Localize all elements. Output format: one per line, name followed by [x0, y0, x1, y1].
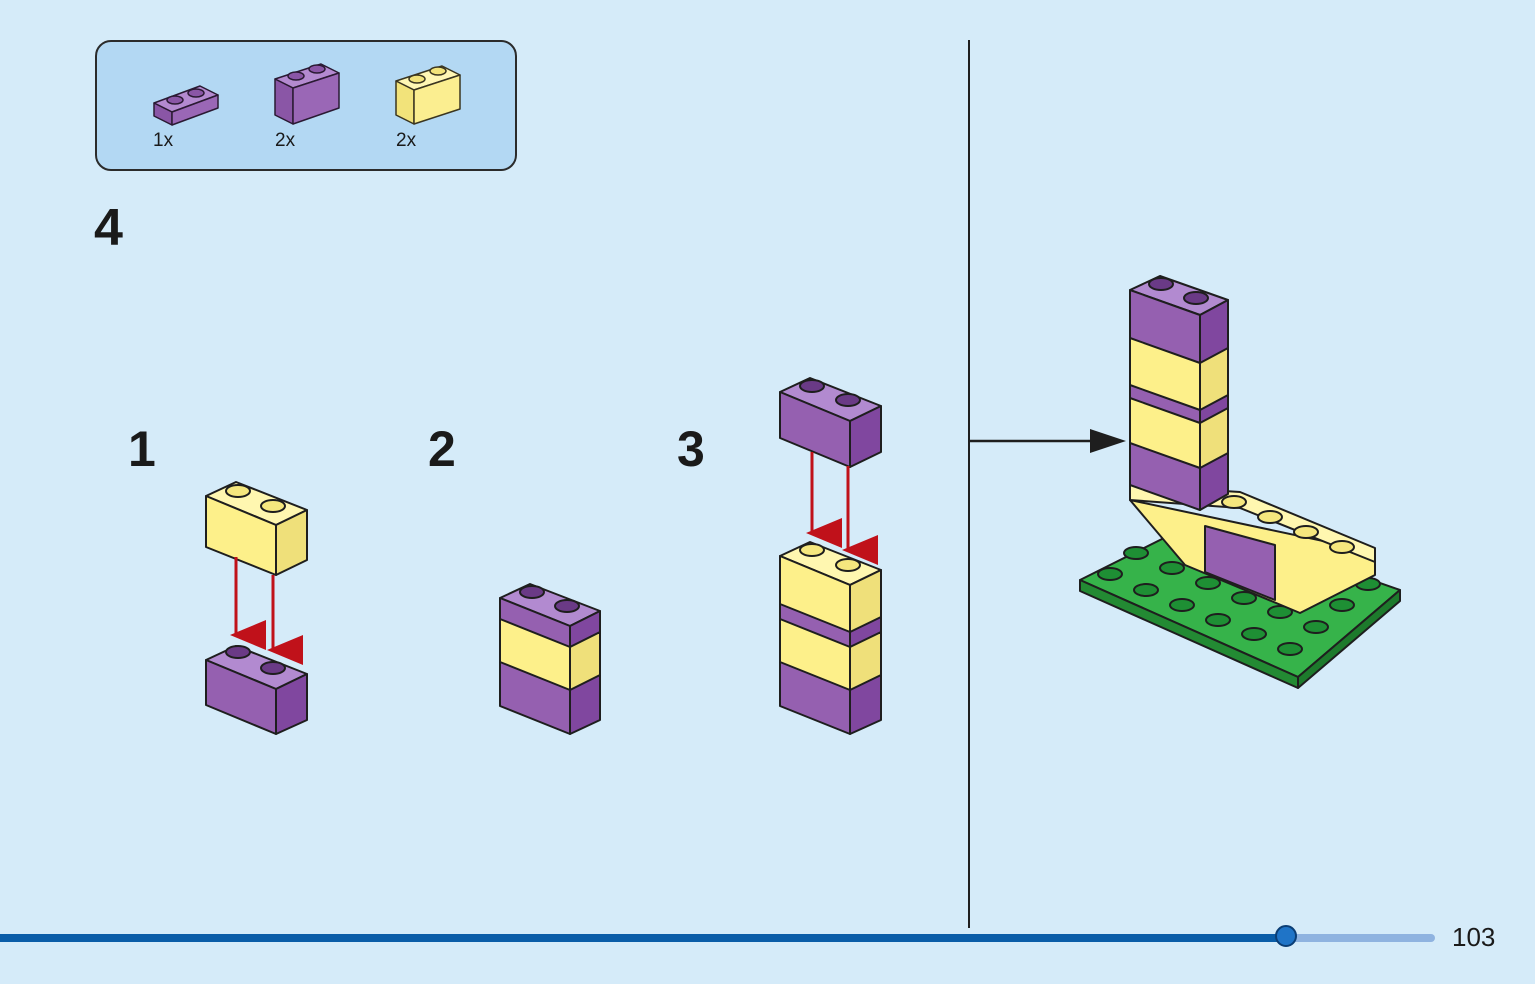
substep3-top-brick: [779, 377, 882, 468]
substep1-yellow-brick: [205, 481, 308, 576]
part-qty-purple-plate: 1x: [153, 130, 174, 151]
substep2-stack: [499, 583, 601, 735]
part-yellow-brick-icon: [395, 65, 461, 125]
part-purple-brick-icon: [274, 63, 340, 125]
part-qty-yellow-brick: 2x: [396, 130, 417, 151]
progress-bar: [0, 925, 1435, 947]
substep1-purple-brick: [205, 645, 308, 735]
step-number: 4: [94, 199, 123, 257]
substep3-stack: [779, 541, 882, 735]
callout-arrow: [970, 429, 1126, 453]
part-qty-purple-brick: 2x: [275, 130, 296, 151]
final-model: [1079, 275, 1401, 689]
page-number: 103: [1452, 922, 1496, 952]
part-purple-plate-icon: [153, 85, 219, 126]
progress-fill: [0, 934, 1286, 942]
substep-number-3: 3: [677, 421, 705, 477]
progress-knob: [1275, 925, 1297, 947]
substep-number-2: 2: [428, 421, 456, 477]
substep1-arrows: [230, 557, 303, 665]
panel-divider: [968, 40, 970, 928]
substep3-arrows: [806, 452, 878, 565]
substep-number-1: 1: [128, 421, 156, 477]
